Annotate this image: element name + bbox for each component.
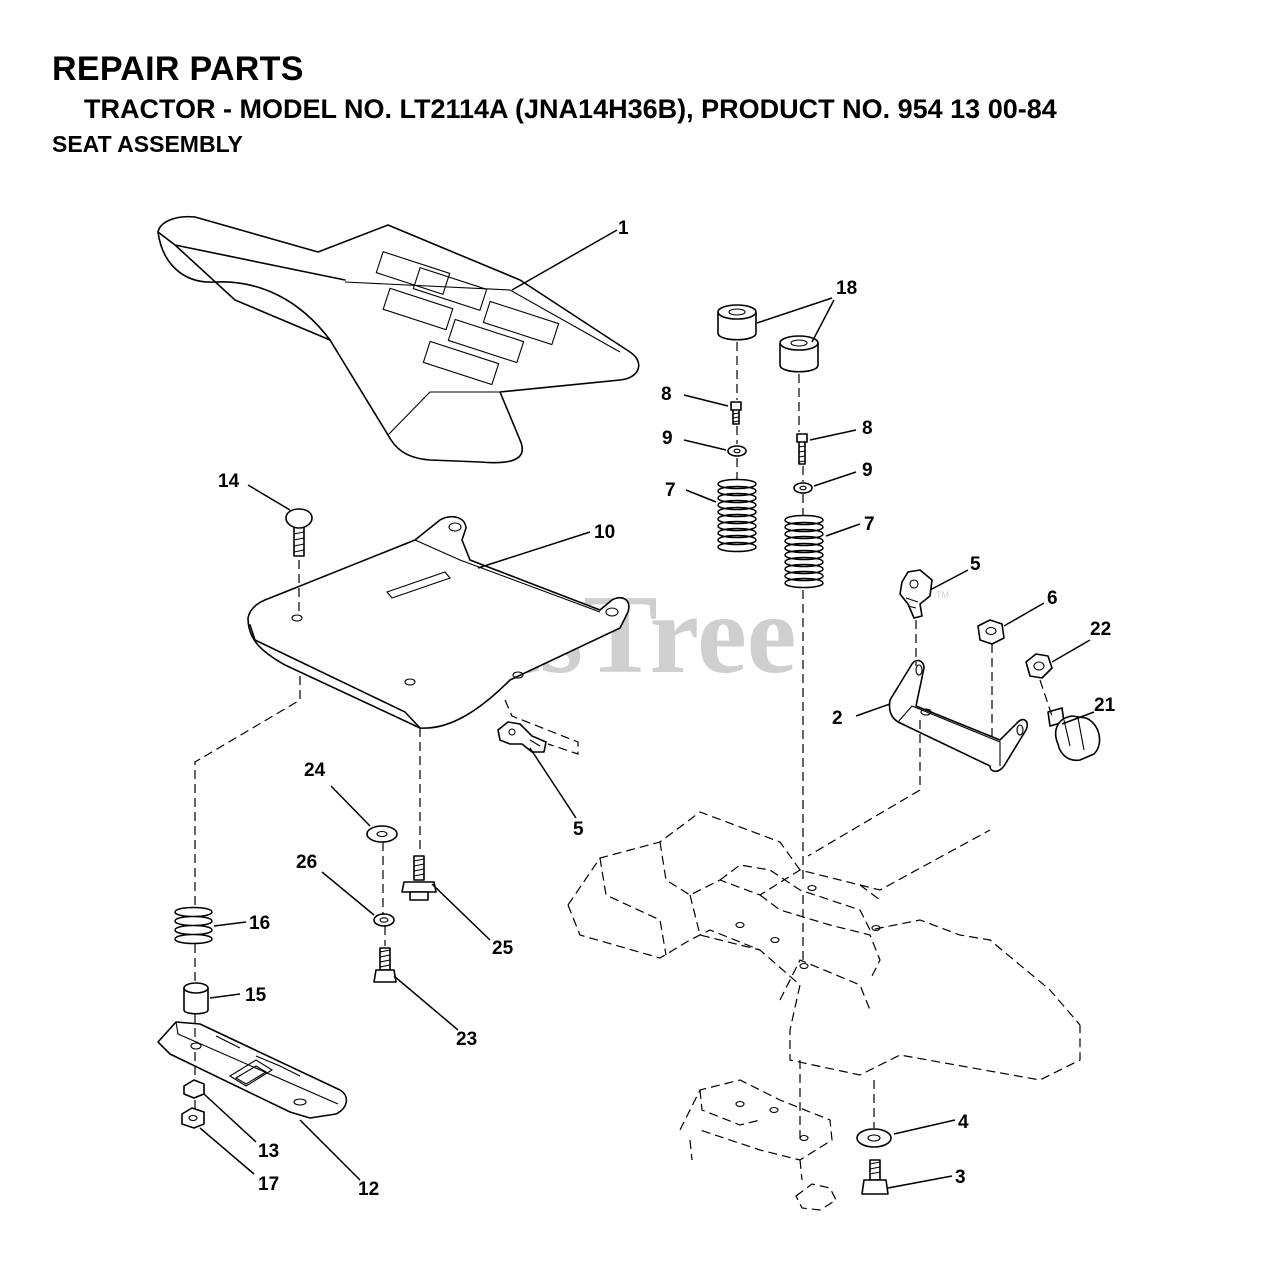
part-carriage-bolt[interactable]: [285, 508, 313, 557]
part-seat-springs[interactable]: [717, 478, 824, 589]
part-spacer-15[interactable]: [183, 982, 209, 1015]
callout-22: 22: [1090, 619, 1111, 640]
leader-lines: [199, 229, 1095, 1189]
part-washers[interactable]: [727, 445, 813, 494]
part-spacers[interactable]: [717, 304, 819, 373]
callout-17: 17: [258, 1174, 279, 1195]
callout-5b: 5: [573, 819, 584, 840]
callout-14: 14: [218, 471, 240, 492]
part-nut-17[interactable]: [181, 1107, 205, 1129]
part-bolt-25[interactable]: [401, 855, 437, 901]
page-title: REPAIR PARTS: [52, 50, 304, 88]
callout-5a: 5: [970, 554, 981, 575]
part-washer-4[interactable]: [856, 1128, 892, 1148]
tractor-frame: [567, 811, 1081, 1211]
callout-26: 26: [296, 852, 317, 873]
callout-2: 2: [832, 708, 843, 729]
callout-4: 4: [958, 1112, 969, 1133]
model-line: TRACTOR - MODEL NO. LT2114A (JNA14H36B),…: [84, 94, 1057, 124]
part-base-plate[interactable]: [157, 1021, 348, 1119]
callout-12: 12: [358, 1179, 379, 1200]
callout-6: 6: [1047, 588, 1058, 609]
part-bracket[interactable]: [888, 659, 1029, 773]
part-nut-13[interactable]: [183, 1079, 205, 1099]
alignment-lines: [194, 342, 1053, 1140]
part-nut-6[interactable]: [977, 619, 1005, 645]
callout-13: 13: [258, 1141, 279, 1162]
callout-16: 16: [249, 913, 270, 934]
part-nut-22[interactable]: [1025, 653, 1053, 679]
watermark-tm: TM: [936, 590, 949, 600]
callout-7b: 7: [864, 514, 875, 535]
part-bolt-23[interactable]: [373, 947, 397, 983]
callout-10: 10: [594, 522, 615, 543]
part-seat[interactable]: [157, 215, 640, 464]
part-spring-16[interactable]: [174, 906, 213, 945]
callout-labels: 1 18 8 8 9 9 7 7 14 10 5 6 22 2 21 5 24 …: [218, 218, 1116, 1200]
callout-23: 23: [456, 1029, 477, 1050]
callout-9a: 9: [662, 428, 673, 449]
part-washer-24[interactable]: [366, 825, 398, 843]
part-bolt-3[interactable]: [861, 1159, 889, 1195]
callout-18: 18: [836, 278, 857, 299]
callout-1: 1: [618, 218, 629, 239]
part-seat-switch-left[interactable]: [497, 721, 547, 753]
callout-15: 15: [245, 985, 267, 1006]
callout-21: 21: [1094, 695, 1116, 716]
part-knob-bolt[interactable]: [1047, 707, 1101, 762]
callout-8a: 8: [661, 384, 672, 405]
callout-25: 25: [492, 938, 514, 959]
callout-9b: 9: [862, 460, 873, 481]
callout-24: 24: [304, 760, 326, 781]
part-shoulder-bolts[interactable]: [730, 401, 808, 465]
part-washer-26[interactable]: [373, 913, 395, 927]
part-seat-pan[interactable]: [247, 515, 630, 729]
section-title: SEAT ASSEMBLY: [52, 131, 243, 157]
callout-8b: 8: [862, 418, 873, 439]
part-seat-switch-right[interactable]: [899, 569, 933, 619]
callout-3: 3: [955, 1167, 966, 1188]
callout-7a: 7: [665, 480, 676, 501]
